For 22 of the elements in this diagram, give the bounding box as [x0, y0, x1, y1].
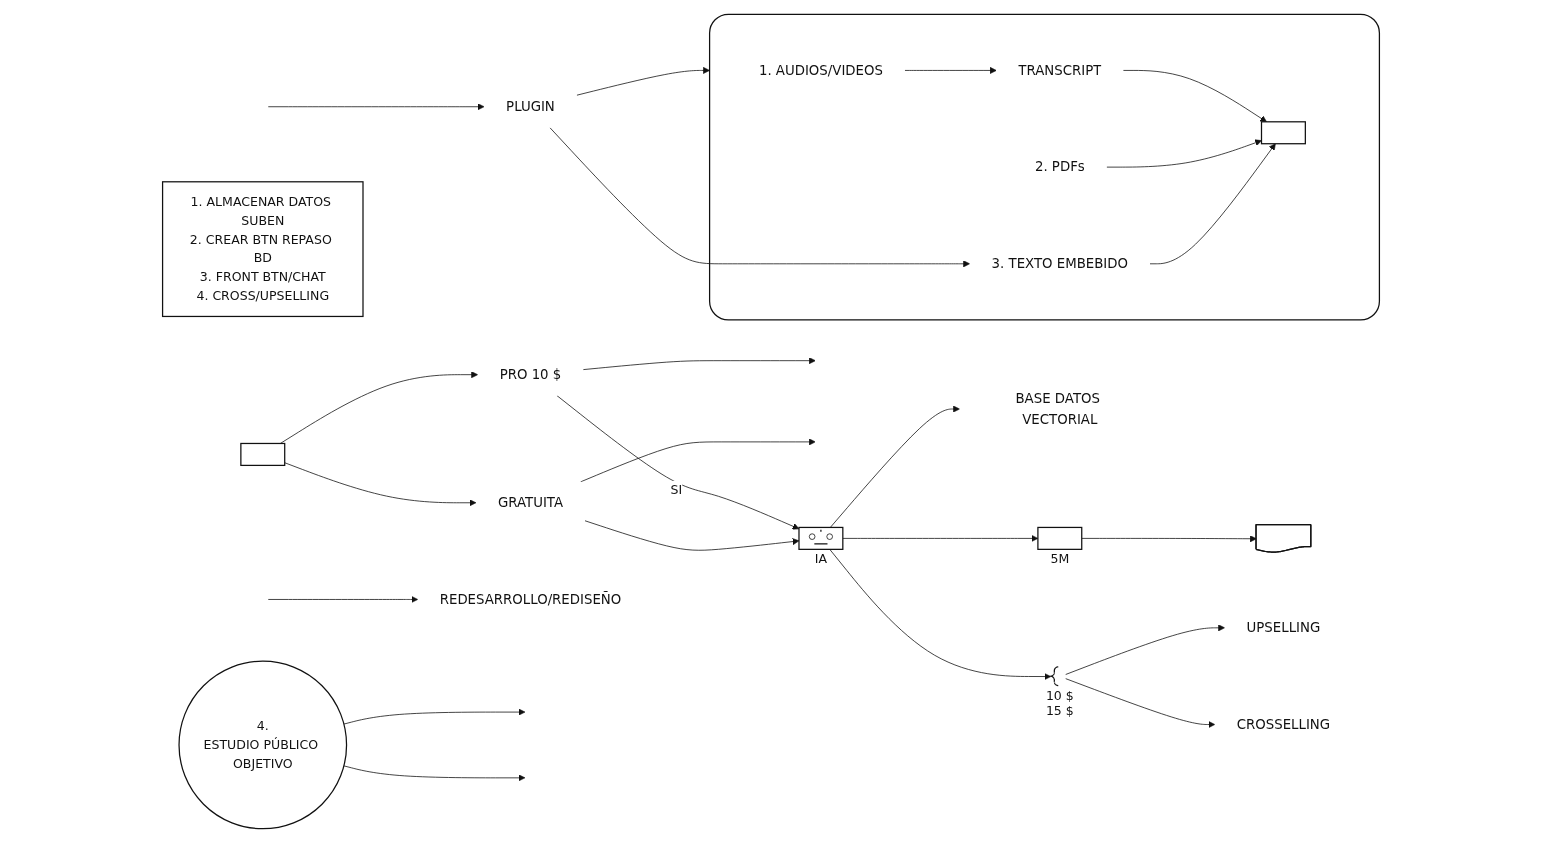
node-brace — [1049, 666, 1059, 687]
node-text: BASE DATOS VECTORIAL — [1015, 390, 1100, 427]
node-circle: 4. ESTUDIO PÚBLICO OBJETIVO — [178, 660, 348, 830]
node-box — [1037, 526, 1083, 550]
edge-label: SI — [670, 482, 683, 498]
node-text: REDESARROLLO/REDISEÑO — [439, 591, 622, 607]
node-text: GRATUITA — [497, 494, 564, 511]
node-box — [240, 442, 286, 466]
node-text: CROSSELLING — [1236, 716, 1331, 732]
node-text: TRANSCRIPT — [1018, 62, 1102, 78]
node-text: 1. AUDIOS/VIDEOS — [758, 62, 883, 78]
node-caption: 5M — [1050, 551, 1070, 567]
node-box: 1. ALMACENAR DATOS SUBEN 2. CREAR BTN REPASO BD 3. FRONT BTN/CHAT 4. CROSS/UPSELLING — [161, 181, 364, 318]
node-caption: IA — [814, 551, 828, 567]
node-caption: 15 $ — [1045, 702, 1074, 718]
node-text: 2. PDFs — [1034, 158, 1085, 175]
node-text: PRO 10 $ — [499, 366, 562, 382]
node-text: 3. TEXTO EMBEBIDO — [991, 255, 1129, 272]
node-text: UPSELLING — [1246, 619, 1321, 636]
node-caption: 10 $ — [1045, 687, 1074, 703]
node-text: PLUGIN — [506, 98, 555, 114]
node-box — [1260, 121, 1306, 145]
